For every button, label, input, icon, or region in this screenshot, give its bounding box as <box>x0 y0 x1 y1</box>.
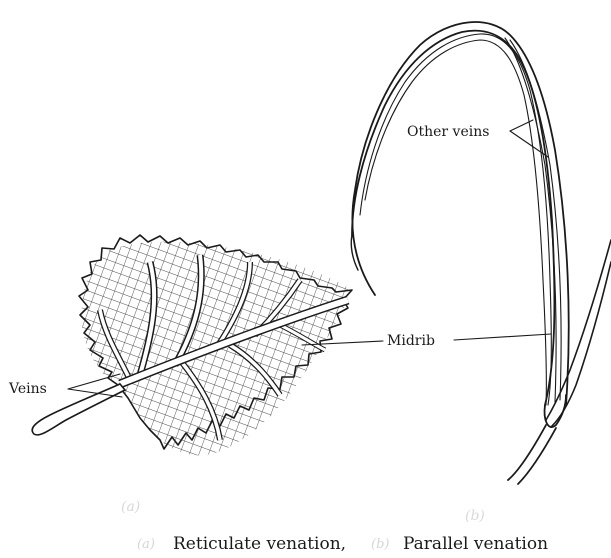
panel-label-a: (a) <box>121 499 140 515</box>
label-other-veins: Other veins <box>407 124 489 140</box>
parallel-leaf <box>351 22 611 484</box>
caption-marker-a: (a) <box>137 537 155 552</box>
label-midrib: Midrib <box>387 333 435 349</box>
caption-reticulate: Reticulate venation, <box>173 534 346 554</box>
label-veins: Veins <box>8 381 47 397</box>
caption-parallel: Parallel venation <box>403 534 548 554</box>
caption-marker-b: (b) <box>371 537 389 552</box>
reticulate-leaf <box>32 230 360 465</box>
panel-label-b: (b) <box>465 508 485 524</box>
